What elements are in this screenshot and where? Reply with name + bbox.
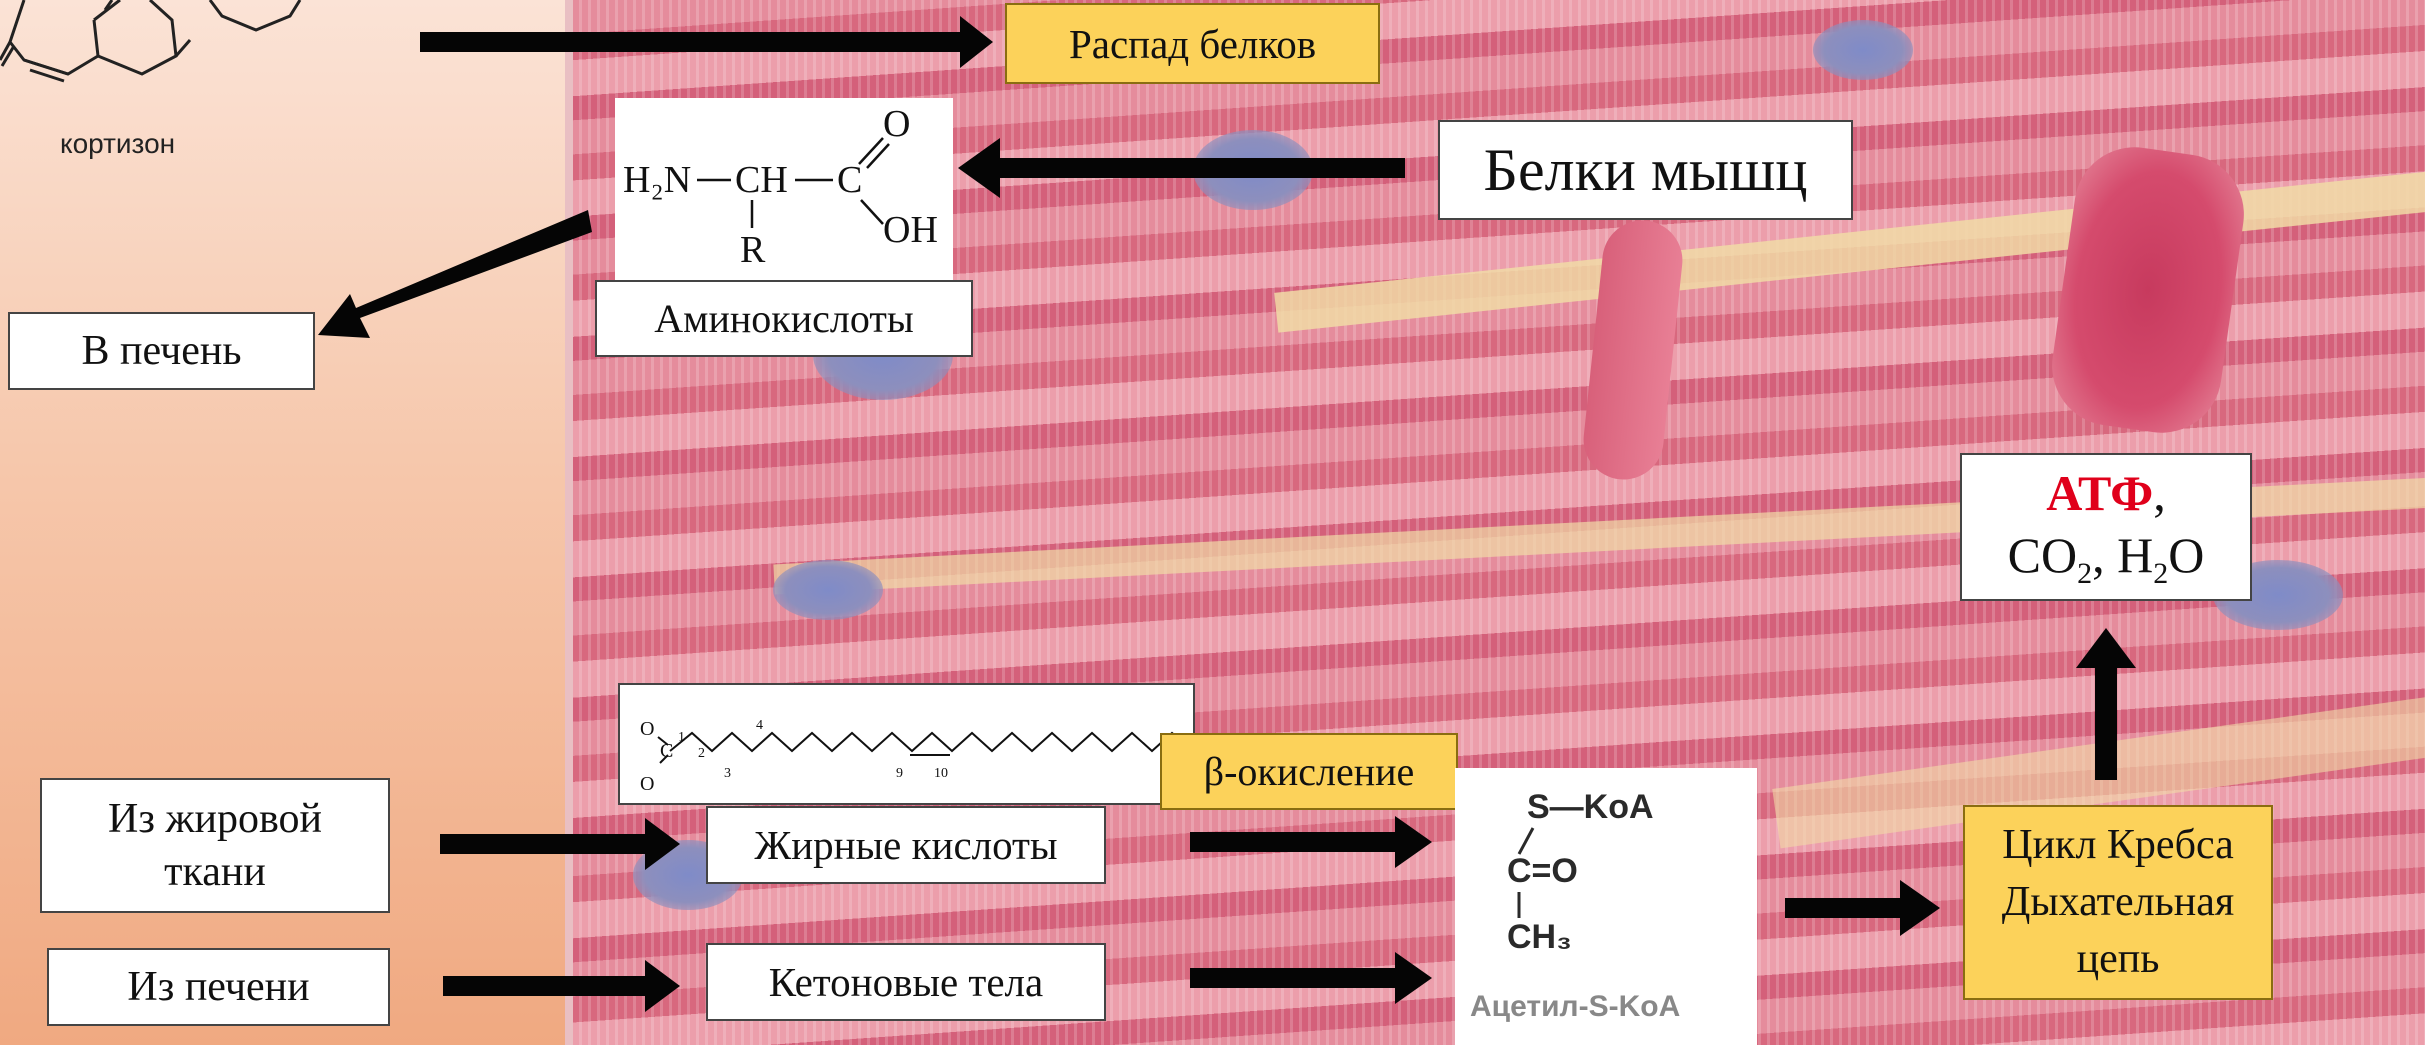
products-line2: CO2, H2O <box>2008 524 2205 593</box>
acetyl-coa-caption: Ацетил-S-KoA <box>1470 990 1680 1024</box>
fatty-acid-num-1: 1 <box>678 730 685 745</box>
krebs-line3: цепь <box>2077 931 2160 988</box>
muscle-proteins-box: Белки мышц <box>1438 120 1853 220</box>
cell-nucleus <box>773 560 883 620</box>
products-comma: , <box>2153 465 2166 521</box>
amino-acid-structure: H₂N CH C O OH R <box>615 98 953 280</box>
co2-co: CO <box>2008 527 2077 583</box>
to-liver-label: В печень <box>82 327 242 375</box>
fatty-acid-num-10: 10 <box>934 766 948 781</box>
muscle-proteins-label: Белки мышц <box>1484 136 1808 205</box>
from-fat-tissue-box: Из жировой ткани <box>40 778 390 913</box>
products-box: АТФ, CO2, H2O <box>1960 453 2252 601</box>
h2o-h: , H <box>2092 527 2153 583</box>
fatty-acids-label: Жирные кислоты <box>754 821 1057 869</box>
from-liver-box: Из печени <box>47 948 390 1026</box>
fatty-acid-num-2: 2 <box>698 746 705 761</box>
acetyl-coa-structure: S—KoA C=O CH₃ Ацетил-S-KoA <box>1455 768 1757 1045</box>
krebs-cycle-box: Цикл Кребса Дыхательная цепь <box>1963 805 2273 1000</box>
products-line1: АТФ, <box>2046 462 2165 525</box>
cortisone-label: кортизон <box>60 128 175 160</box>
protein-breakdown-box: Распад белков <box>1005 3 1380 84</box>
fatty-acid-chain: O O C 1 2 3 4 9 10 <box>620 685 1193 803</box>
muscle-fiber-end <box>2044 140 2251 441</box>
fatty-acid-num-3: 3 <box>724 766 731 781</box>
from-liver-label: Из печени <box>127 963 309 1011</box>
cortisone-structure <box>0 0 320 110</box>
amino-acids-label: Аминокислоты <box>654 295 913 342</box>
amino-acids-box: Аминокислоты <box>595 280 973 357</box>
muscle-fiber-end <box>1580 217 1687 484</box>
h2o-sub: 2 <box>2153 557 2168 590</box>
svg-text:O: O <box>640 773 654 795</box>
to-liver-box: В печень <box>8 312 315 390</box>
krebs-line1: Цикл Кребса <box>2002 817 2234 874</box>
ketone-bodies-label: Кетоновые тела <box>769 958 1043 1006</box>
from-fat-tissue-label: Из жировой ткани <box>85 793 345 898</box>
amino-bonds <box>615 98 953 280</box>
fatty-acid-num-9: 9 <box>896 766 903 781</box>
co2-sub: 2 <box>2077 557 2092 590</box>
cell-nucleus <box>1813 20 1913 80</box>
beta-oxidation-box: β-окисление <box>1160 733 1458 810</box>
svg-text:C: C <box>660 740 673 762</box>
fatty-acid-num-4: 4 <box>756 718 763 733</box>
h2o-o: O <box>2168 527 2204 583</box>
fatty-acid-structure: O O C 1 2 3 4 9 10 <box>618 683 1195 805</box>
cell-nucleus <box>1193 130 1313 210</box>
ketone-bodies-box: Кетоновые тела <box>706 943 1106 1021</box>
krebs-line2: Дыхательная <box>2002 874 2234 931</box>
beta-oxidation-label: β-окисление <box>1204 748 1415 795</box>
fatty-acids-box: Жирные кислоты <box>706 806 1106 884</box>
protein-breakdown-label: Распад белков <box>1069 20 1316 68</box>
svg-text:O: O <box>640 718 654 740</box>
atp-label: АТФ <box>2046 465 2153 521</box>
panel-divider <box>565 0 573 1045</box>
